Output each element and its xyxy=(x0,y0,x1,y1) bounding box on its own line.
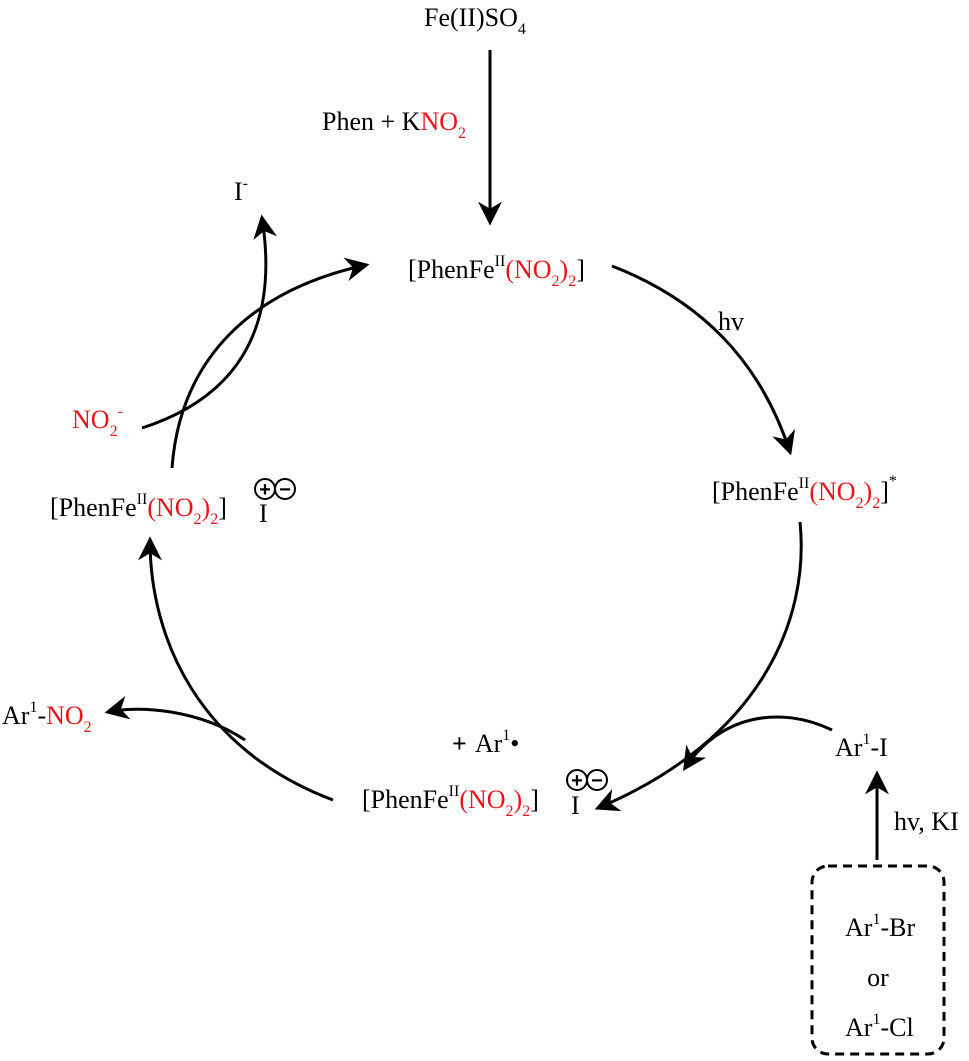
hv-ki-label: hv, KI xyxy=(894,807,959,836)
arrow-product-release xyxy=(104,695,246,742)
arrow-radical-pair-to-iodide-complex xyxy=(138,536,334,802)
aryl-chloride: Ar1-Cl xyxy=(845,1011,914,1042)
complex-excited: [PhenFeII(NO2)2]* xyxy=(712,473,897,512)
hv-label: hv xyxy=(718,307,744,336)
arrow-excited-to-radical-pair xyxy=(594,521,803,812)
or-label: or xyxy=(867,963,889,992)
arrow-iodide-complex-to-complex xyxy=(170,257,370,469)
aryl-radical: +Ar1• xyxy=(452,727,519,758)
minus-circle-bottom xyxy=(586,769,608,791)
arrow-complex-to-excited xyxy=(611,264,796,456)
plus-sign-left: + xyxy=(259,479,271,501)
aryl-iodide: Ar1-I xyxy=(835,731,888,762)
charge-symbols-left: + − xyxy=(254,478,296,501)
iodide-anion: I- xyxy=(234,175,248,206)
nitroarene-product: Ar1-NO2 xyxy=(2,699,92,736)
starting-material-box xyxy=(810,864,946,1056)
arrow-nitrite-in-iodide-out xyxy=(141,214,278,430)
aryl-bromide: Ar1-Br xyxy=(845,911,915,942)
nitrite-anion: NO2- xyxy=(72,403,123,440)
phen-kno2-label: Phen + KNO2 xyxy=(322,107,466,142)
counter-iodide-left: I xyxy=(259,499,268,528)
minus-circle-left xyxy=(274,478,296,500)
charge-symbols-bottom: + − xyxy=(566,769,608,792)
complex-top: [PhenFeII(NO2)2] xyxy=(408,253,585,290)
arrow-ar-i-input xyxy=(683,715,833,772)
minus-sign-left: − xyxy=(279,479,291,501)
feso4-label: Fe(II)SO4 xyxy=(424,3,526,38)
minus-sign-bottom: − xyxy=(591,770,603,792)
complex-iodide-left: [PhenFeII(NO2)2] xyxy=(50,491,227,528)
complex-iodide-bottom: [PhenFeII(NO2)2] xyxy=(362,783,539,820)
plus-sign-bottom: + xyxy=(571,770,583,792)
arrows xyxy=(104,50,889,860)
counter-iodide-bottom: I xyxy=(571,791,580,820)
